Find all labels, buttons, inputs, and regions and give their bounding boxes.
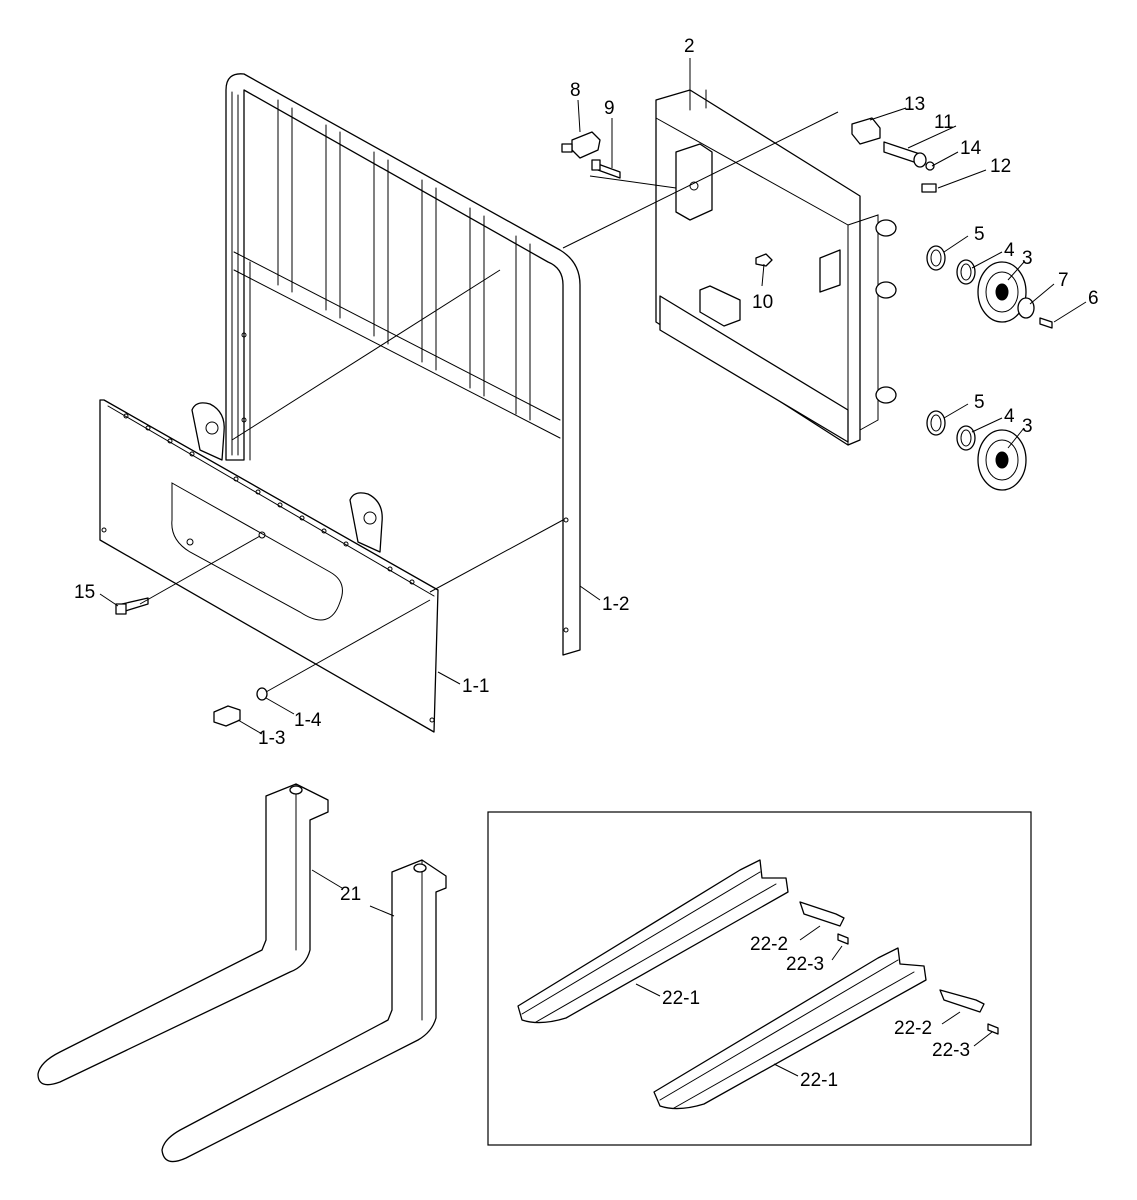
- label-4-upper: 4: [1004, 240, 1015, 261]
- label-22-3-lower: 22-3: [932, 1040, 970, 1061]
- label-1-3: 1-3: [258, 728, 285, 749]
- label-7: 7: [1058, 270, 1069, 291]
- label-12: 12: [990, 156, 1011, 177]
- label-3-upper: 3: [1022, 248, 1033, 269]
- label-1-4: 1-4: [294, 710, 322, 731]
- label-11: 11: [934, 112, 954, 133]
- label-8: 8: [570, 80, 581, 101]
- label-15: 15: [74, 582, 95, 603]
- label-1-1: 1-1: [462, 676, 489, 697]
- carriage-plate: [99, 399, 439, 733]
- label-21: 21: [340, 884, 361, 905]
- label-22-2-lower: 22-2: [894, 1018, 932, 1039]
- fork-arms: [37, 783, 447, 1163]
- label-6: 6: [1088, 288, 1099, 309]
- label-9: 9: [604, 98, 615, 119]
- inset-frame: [487, 811, 1032, 1146]
- label-5-lower: 5: [974, 392, 985, 413]
- label-3-lower: 3: [1022, 416, 1033, 437]
- label-1-2: 1-2: [602, 594, 629, 615]
- small-parts: [115, 117, 1053, 727]
- leader-lines: [99, 58, 1087, 1077]
- part-labels: 2 8 9 13 11 14 12 5 4 3 7 6 10 5 4 3 15 …: [74, 36, 1099, 1091]
- label-4-lower: 4: [1004, 406, 1015, 427]
- load-backrest: [225, 73, 581, 656]
- label-22-1-lower: 22-1: [800, 1070, 838, 1091]
- label-22-1-upper: 22-1: [662, 988, 700, 1009]
- label-14: 14: [960, 138, 982, 159]
- label-22-3-upper: 22-3: [786, 954, 824, 975]
- label-10: 10: [752, 292, 773, 313]
- label-5-upper: 5: [974, 224, 985, 245]
- label-22-2-upper: 22-2: [750, 934, 788, 955]
- inset-fork-extensions: [517, 859, 999, 1110]
- label-13: 13: [904, 94, 925, 115]
- side-shifter-frame: [655, 89, 897, 446]
- label-2: 2: [684, 36, 695, 57]
